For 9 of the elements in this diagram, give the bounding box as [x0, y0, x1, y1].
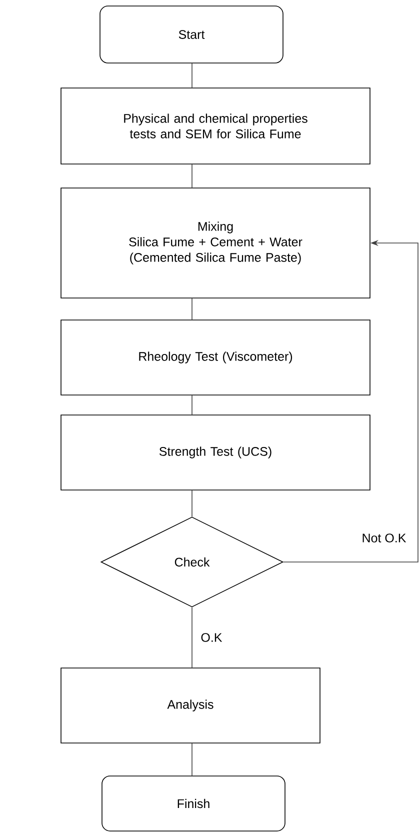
process-box: Rheology Test (Viscometer): [60, 320, 370, 396]
terminal-box: Start: [100, 6, 284, 64]
terminal-box: Finish: [102, 776, 286, 832]
process-box: Physical and chemical properties tests and SEM for Silica Fume: [60, 88, 370, 164]
process-box: Mixing Silica Fume + Cement + Water (Cemented Silica Fume Paste): [60, 188, 370, 298]
process-box: Analysis: [60, 668, 320, 744]
edge-label: Not O.K: [362, 534, 406, 542]
edge-label: O.K: [201, 633, 222, 642]
process-box: Strength Test (UCS): [60, 414, 370, 490]
